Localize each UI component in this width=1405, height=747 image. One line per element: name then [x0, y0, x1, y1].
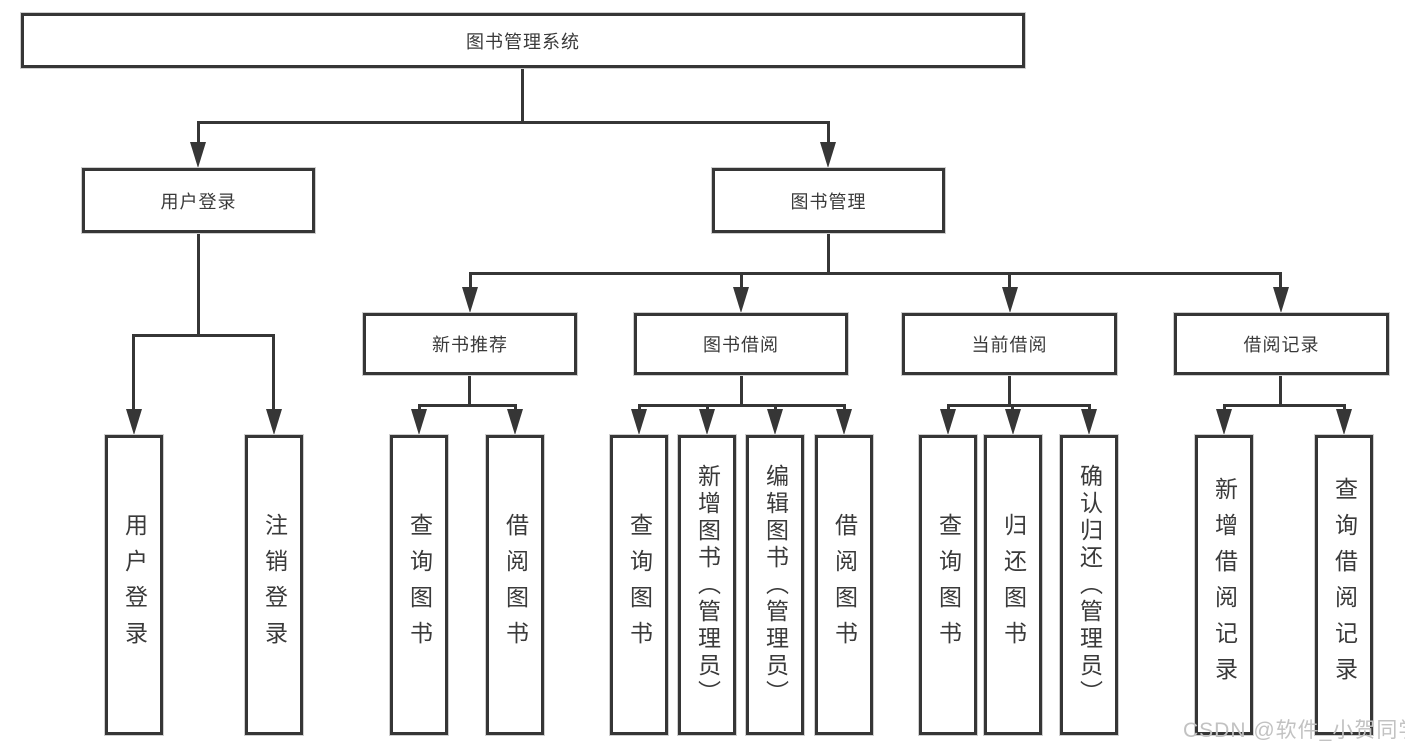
arrowhead-down-icon: [266, 409, 282, 435]
arrowhead-down-icon: [820, 142, 836, 168]
leaf-borrow-books: 借阅图书: [815, 435, 873, 735]
leaf-return-books: 归还图书: [984, 435, 1042, 735]
connector-line: [272, 334, 275, 414]
node-new-book-recommend: 新书推荐: [363, 313, 577, 375]
connector-line: [1279, 375, 1282, 407]
connector-line: [1279, 272, 1282, 292]
connector-line: [827, 121, 830, 147]
leaf-label: 新增图书（管理员）: [694, 463, 721, 707]
connector-line: [468, 375, 471, 407]
leaf-label: 查询图书: [406, 513, 433, 657]
arrowhead-down-icon: [190, 142, 206, 168]
arrowhead-down-icon: [836, 409, 852, 435]
connector-line: [197, 121, 200, 147]
node-current-borrowing: 当前借阅: [902, 313, 1117, 375]
arrowhead-down-icon: [1002, 287, 1018, 313]
leaf-borrow-books-recommend: 借阅图书: [486, 435, 544, 735]
arrowhead-down-icon: [940, 409, 956, 435]
connector-line: [1008, 272, 1011, 292]
arrowhead-down-icon: [767, 409, 783, 435]
leaf-query-books-recommend: 查询图书: [390, 435, 448, 735]
arrowhead-down-icon: [1005, 409, 1021, 435]
leaf-edit-books-admin: 编辑图书（管理员）: [746, 435, 804, 735]
connector-line: [197, 233, 200, 337]
connector-line: [469, 272, 1282, 275]
leaf-label: 查询图书: [626, 513, 653, 657]
leaf-label: 编辑图书（管理员）: [762, 463, 789, 707]
arrowhead-down-icon: [1336, 409, 1352, 435]
connector-line: [521, 68, 524, 123]
leaf-confirm-return-admin: 确认归还（管理员）: [1060, 435, 1118, 735]
leaf-label: 借阅图书: [502, 513, 529, 657]
node-user-login: 用户登录: [82, 168, 315, 233]
connector-line: [827, 233, 830, 274]
connector-line: [418, 404, 517, 407]
arrowhead-down-icon: [631, 409, 647, 435]
connector-line: [740, 272, 743, 292]
node-book-borrowing: 图书借阅: [634, 313, 848, 375]
arrowhead-down-icon: [462, 287, 478, 313]
leaf-add-borrow-record: 新增借阅记录: [1195, 435, 1253, 735]
node-book-management: 图书管理: [712, 168, 945, 233]
csdn-watermark: CSDN @软件_小贺同学: [1183, 719, 1405, 742]
arrowhead-down-icon: [1273, 287, 1289, 313]
node-library-system: 图书管理系统: [21, 13, 1025, 68]
leaf-user-login: 用户登录: [105, 435, 163, 735]
connector-line: [1223, 404, 1346, 407]
connector-line: [1008, 375, 1011, 407]
leaf-label: 确认归还（管理员）: [1076, 463, 1103, 707]
leaf-label: 借阅图书: [831, 513, 858, 657]
leaf-label: 新增借阅记录: [1211, 477, 1238, 693]
leaf-label: 注销登录: [261, 513, 288, 657]
connector-line: [132, 334, 275, 337]
connector-line: [740, 375, 743, 407]
leaf-query-books-current: 查询图书: [919, 435, 977, 735]
connector-line: [132, 334, 135, 414]
leaf-label: 查询图书: [935, 513, 962, 657]
leaf-query-borrow-record: 查询借阅记录: [1315, 435, 1373, 735]
arrowhead-down-icon: [733, 287, 749, 313]
leaf-logout: 注销登录: [245, 435, 303, 735]
leaf-query-books-borrow: 查询图书: [610, 435, 668, 735]
arrowhead-down-icon: [507, 409, 523, 435]
connector-line: [197, 121, 830, 124]
arrowhead-down-icon: [1216, 409, 1232, 435]
leaf-label: 查询借阅记录: [1331, 477, 1358, 693]
connector-line: [947, 404, 1091, 407]
leaf-add-books-admin: 新增图书（管理员）: [678, 435, 736, 735]
arrowhead-down-icon: [1081, 409, 1097, 435]
arrowhead-down-icon: [411, 409, 427, 435]
arrowhead-down-icon: [699, 409, 715, 435]
leaf-label: 归还图书: [1000, 513, 1027, 657]
arrowhead-down-icon: [126, 409, 142, 435]
connector-line: [469, 272, 472, 292]
leaf-label: 用户登录: [121, 513, 148, 657]
connector-line: [638, 404, 846, 407]
node-borrowing-records: 借阅记录: [1174, 313, 1389, 375]
